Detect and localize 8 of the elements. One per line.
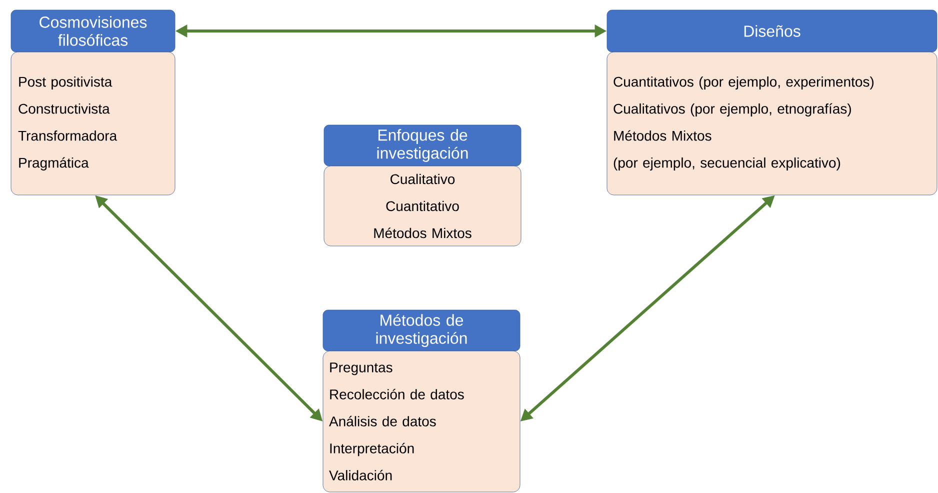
header-box: Diseños: [606, 10, 938, 52]
header-box: Enfoques de investigación: [324, 124, 522, 166]
header-box: Cosmovisiones filosóficas: [10, 10, 176, 52]
list-box: Cuantitativos (por ejemplo, experimentos) Cualitativos (por ejemplo, etnografías) Métodos Mixtos (por ejemplo, secuencial explicativo): [606, 52, 938, 196]
list-box: Preguntas Recolección de datos Análisis de datos Interpretación Validación: [322, 350, 520, 492]
list-box: Post positivista Constructivista Transformadora Pragmática: [10, 52, 176, 196]
list-box: Cualitativo Cuantitativo Métodos Mixtos: [324, 166, 522, 246]
header-box: Métodos de investigación: [322, 310, 520, 352]
